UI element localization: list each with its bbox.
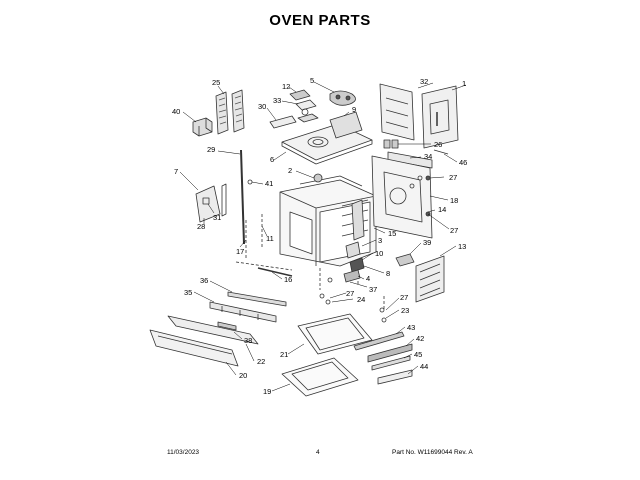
callout-label: 15 [388, 229, 396, 238]
part-35-rail [209, 301, 277, 323]
part-16-bar [257, 267, 293, 277]
callout-label: 42 [416, 334, 424, 343]
part-42-bar [367, 343, 413, 363]
footer-part-number: Part No. W11699044 Rev. A [392, 449, 473, 456]
callout-label: 3 [378, 236, 382, 245]
part-15-side-panel [371, 155, 433, 239]
callout-label: 13 [458, 242, 466, 251]
callout-label: 41 [265, 179, 273, 188]
callout-label: 27 [450, 226, 458, 235]
callout-label: 37 [369, 285, 377, 294]
callout-label: 19 [263, 387, 271, 396]
callout-label: 16 [284, 275, 292, 284]
callout-label: 44 [420, 362, 428, 371]
parts-3-10-8-4-37 [327, 241, 365, 283]
part-39 [395, 253, 415, 267]
part-21-door-frame [297, 313, 373, 355]
callout-label: 25 [212, 78, 220, 87]
callout-label: 39 [423, 238, 431, 247]
part-29-rod [240, 149, 245, 245]
screws [247, 175, 423, 323]
part-top-panel [281, 111, 373, 165]
callout-label: 14 [438, 205, 446, 214]
callout-label: 10 [375, 249, 383, 258]
part-19-door-inner [281, 357, 359, 397]
page-title: OVEN PARTS [269, 12, 371, 29]
callout-label: 20 [239, 371, 247, 380]
callout-label: 31 [213, 213, 221, 222]
callout-label: 27 [449, 173, 457, 182]
callout-label: 7 [174, 167, 178, 176]
callout-label: 33 [273, 96, 281, 105]
callout-label: 17 [236, 247, 244, 256]
leader-lines [179, 81, 467, 392]
callout-label: 24 [357, 295, 365, 304]
callout-label: 22 [257, 357, 265, 366]
callout-label: 6 [270, 155, 274, 164]
callout-label: 4 [366, 274, 370, 283]
part-1-rear-cover [421, 85, 459, 149]
callout-label: 27 [400, 293, 408, 302]
callout-label: 23 [401, 306, 409, 315]
callout-label: 2 [288, 166, 292, 175]
part-45-bar [371, 355, 411, 371]
callout-label: 46 [459, 158, 467, 167]
part-20-trim [149, 329, 239, 367]
part-22-trim [167, 315, 259, 345]
part-32-rear-panel [379, 83, 415, 141]
callout-label: 9 [352, 105, 356, 114]
callout-label: 36 [200, 276, 208, 285]
callout-label: 35 [184, 288, 192, 297]
callout-label: 1 [462, 79, 466, 88]
part-44-bar [377, 369, 413, 385]
callout-label: 8 [386, 269, 390, 278]
part-oven-cavity [279, 173, 377, 267]
part-40-bracket [192, 117, 213, 137]
callout-label: 11 [266, 234, 274, 243]
part-13-panel [415, 255, 445, 303]
callout-label: 12 [282, 82, 290, 91]
callout-label: 28 [197, 222, 205, 231]
callout-label: 40 [172, 107, 180, 116]
callout-label: 27 [346, 289, 354, 298]
part-5-wiring [329, 90, 356, 106]
callout-label: 30 [258, 102, 266, 111]
callout-label: 21 [280, 350, 288, 359]
part-7-28-31-panel [195, 183, 227, 223]
callout-label: 34 [424, 152, 432, 161]
callout-label: 45 [414, 350, 422, 359]
part-30-bracket [269, 115, 297, 129]
callout-label: 32 [420, 77, 428, 86]
part-25-side-vents [215, 89, 245, 135]
part-12-33-small-parts [289, 89, 319, 123]
footer-date: 11/03/2023 [167, 449, 200, 456]
callout-label: 38 [244, 336, 252, 345]
callout-label: 5 [310, 76, 314, 85]
part-43-bar [353, 331, 405, 351]
callout-label: 43 [407, 323, 415, 332]
callout-label: 18 [450, 196, 458, 205]
callout-label: 29 [207, 145, 215, 154]
callout-label: 26 [434, 140, 442, 149]
part-36-rail [227, 291, 287, 307]
footer-page-number: 4 [316, 449, 320, 456]
